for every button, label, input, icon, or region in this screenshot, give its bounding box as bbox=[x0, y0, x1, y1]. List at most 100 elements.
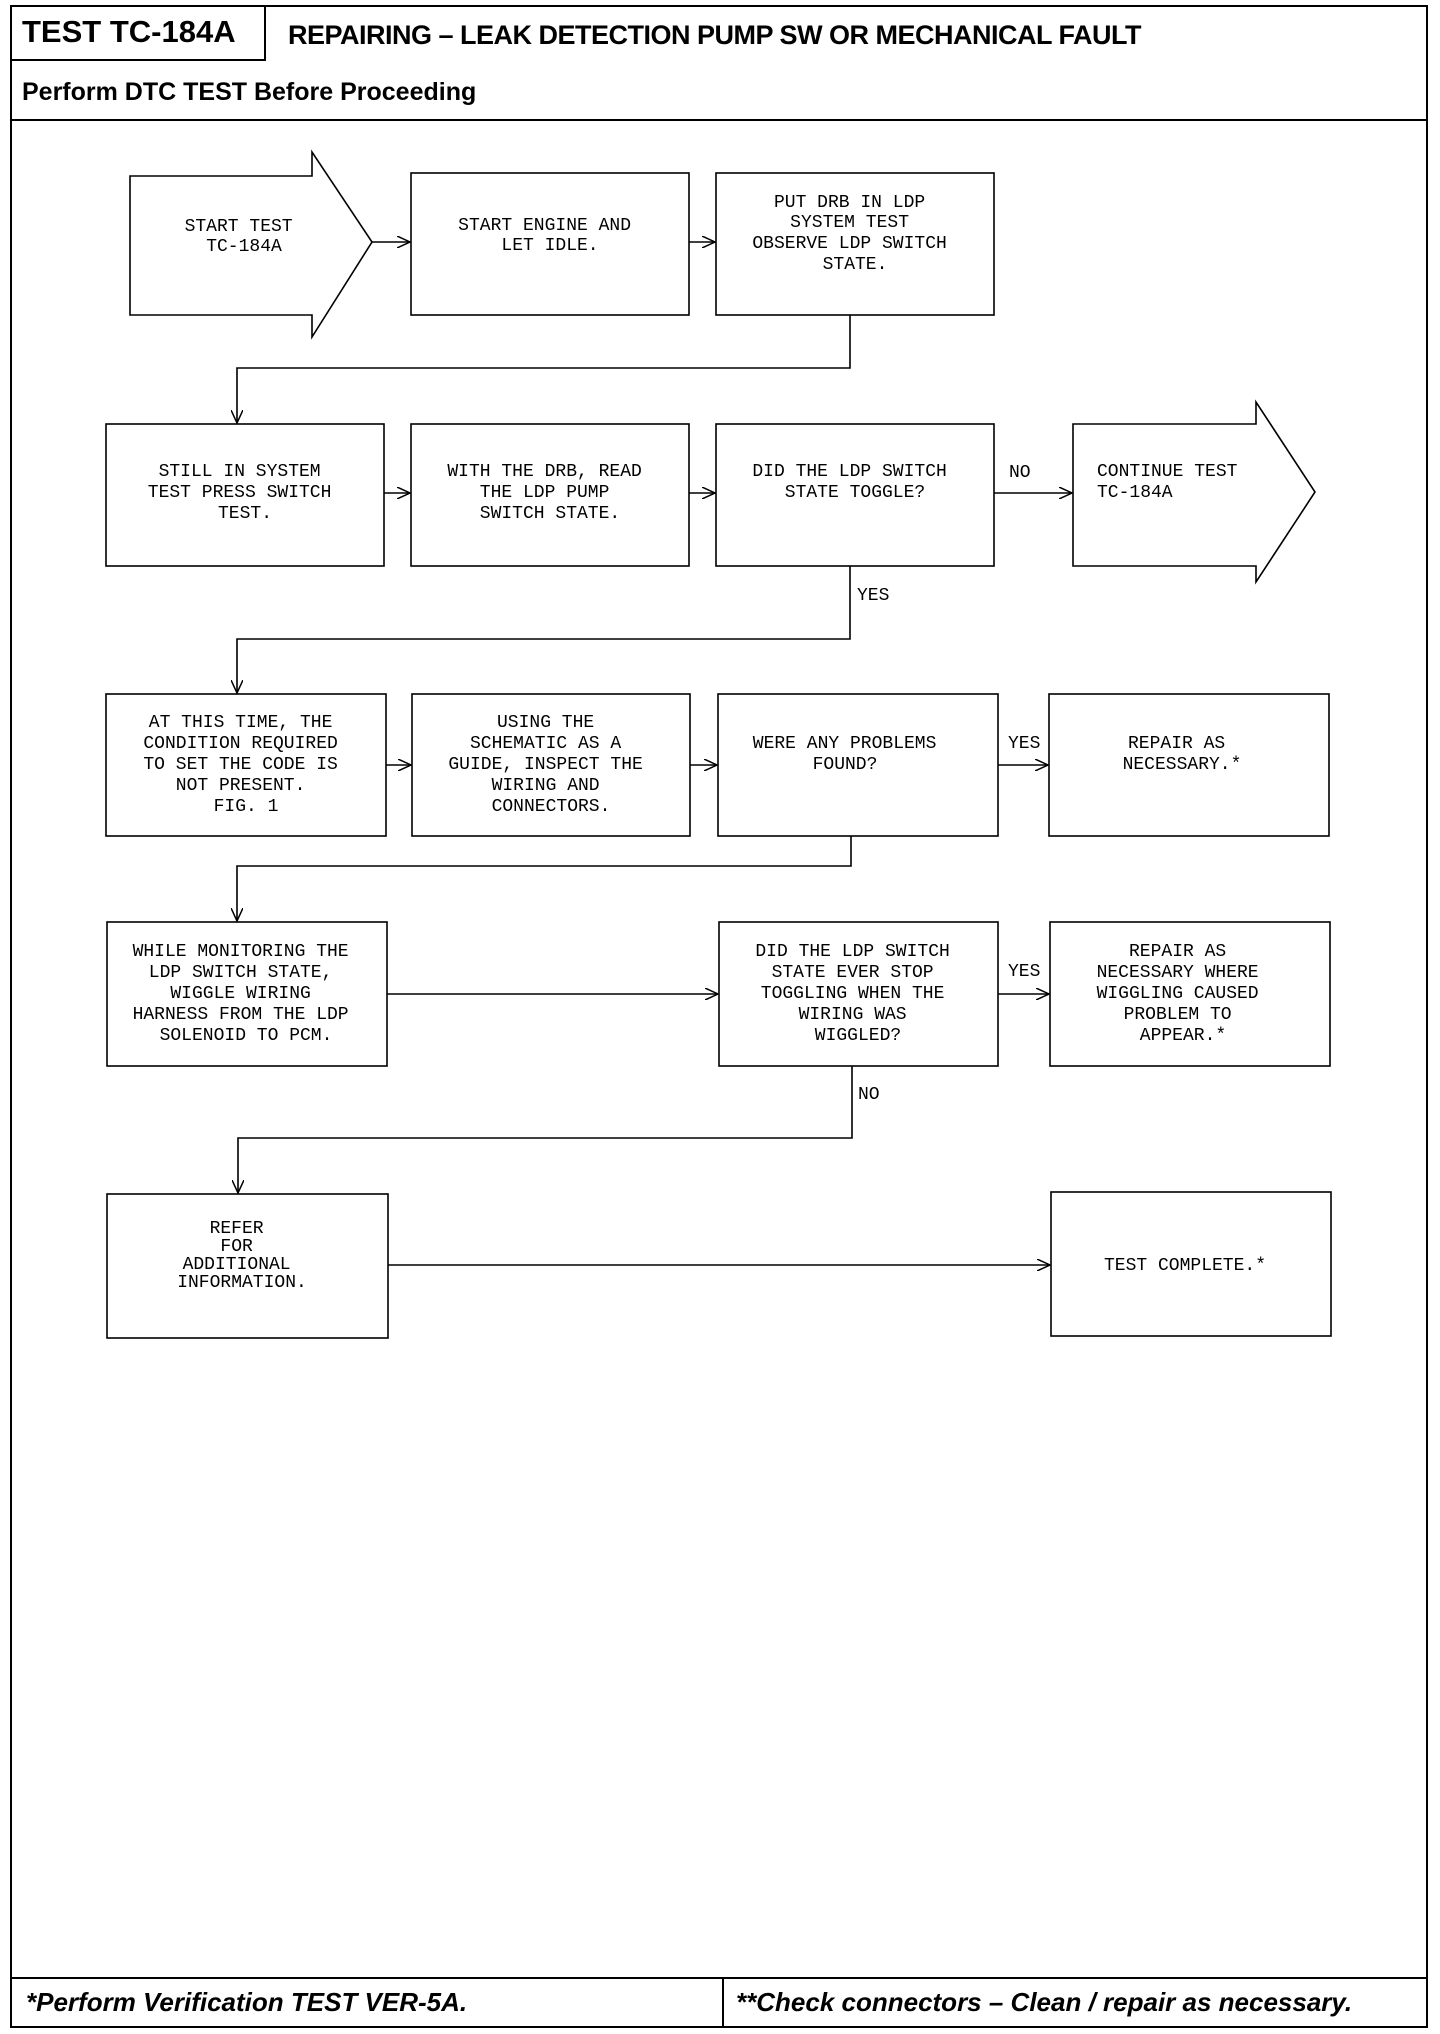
did-stop-text: DID THE LDP SWITCH STATE EVER STOP TOGGL… bbox=[755, 942, 960, 1046]
no-label: NO bbox=[858, 1085, 880, 1105]
were-problems-text: WERE ANY PROBLEMS FOUND? bbox=[753, 734, 947, 775]
text-line: TEST COMPLETE.* bbox=[1104, 1256, 1266, 1276]
text-line: STATE. bbox=[823, 255, 888, 275]
continue-arrow-shape bbox=[1072, 399, 1316, 585]
start-engine-text: START ENGINE AND LET IDLE. bbox=[458, 216, 642, 256]
complete-box bbox=[1050, 1191, 1332, 1337]
text-line: WERE ANY PROBLEMS bbox=[753, 734, 937, 754]
repair2-text: REPAIR AS NECESSARY WHERE WIGGLING CAUSE… bbox=[1097, 942, 1270, 1046]
text-line: LET IDLE. bbox=[501, 236, 598, 256]
text-line: THE LDP PUMP bbox=[480, 483, 610, 503]
text-line: REPAIR AS bbox=[1128, 734, 1225, 754]
text-line: SWITCH STATE. bbox=[480, 504, 620, 524]
at-this-time-text: AT THIS TIME, THE CONDITION REQUIRED TO … bbox=[143, 713, 348, 817]
test-id: TEST TC-184A bbox=[10, 5, 266, 61]
text-line: DID THE LDP SWITCH bbox=[752, 462, 946, 482]
repair1-text: REPAIR AS NECESSARY.* bbox=[1123, 734, 1242, 775]
text-line: SOLENOID TO PCM. bbox=[160, 1026, 333, 1046]
page-frame bbox=[10, 5, 1428, 2028]
footer-note-left: *Perform Verification TEST VER-5A. bbox=[26, 1987, 468, 2017]
text-line: LDP SWITCH STATE, bbox=[149, 963, 333, 983]
page-title: REPAIRING – LEAK DETECTION PUMP SW OR ME… bbox=[288, 20, 1142, 50]
at-this-time-box bbox=[105, 693, 387, 837]
yes-label: YES bbox=[857, 586, 889, 606]
footer-note-right: **Check connectors – Clean / repair as n… bbox=[736, 1987, 1353, 2017]
text-line: WIGGLING CAUSED bbox=[1097, 984, 1259, 1004]
text-line: TEST. bbox=[218, 504, 272, 524]
did-toggle-text: DID THE LDP SWITCH STATE TOGGLE? bbox=[752, 462, 957, 503]
connector bbox=[237, 836, 852, 921]
text-line: FIG. 1 bbox=[214, 797, 279, 817]
text-line: NOT PRESENT. bbox=[176, 776, 306, 796]
text-line: TC-184A bbox=[1097, 483, 1173, 503]
text-line: APPEAR.* bbox=[1140, 1026, 1226, 1046]
with-drb-text: WITH THE DRB, READ THE LDP PUMP SWITCH S… bbox=[447, 462, 652, 524]
connector bbox=[237, 566, 851, 693]
start-arrow-shape bbox=[129, 149, 373, 340]
start-text: START TEST TC-184A bbox=[185, 217, 304, 257]
while-monitoring-box bbox=[106, 921, 388, 1067]
text-line: CONNECTORS. bbox=[492, 797, 611, 817]
text-line: FOUND? bbox=[813, 755, 878, 775]
text-line: SYSTEM TEST bbox=[790, 213, 909, 233]
text-line: REFER bbox=[210, 1219, 264, 1239]
complete-text: TEST COMPLETE.* bbox=[1104, 1256, 1266, 1276]
text-line: NECESSARY.* bbox=[1123, 755, 1242, 775]
flowchart: START TEST TC-184A START ENGINE AND LET … bbox=[105, 149, 1332, 1339]
put-drb-text: PUT DRB IN LDP SYSTEM TEST OBSERVE LDP S… bbox=[752, 193, 957, 275]
page-subtitle: Perform DTC TEST Before Proceeding bbox=[22, 78, 477, 106]
using-schematic-box bbox=[411, 693, 691, 837]
text-line: USING THE bbox=[497, 713, 594, 733]
text-line: TO SET THE CODE IS bbox=[143, 755, 337, 775]
refer-box bbox=[106, 1193, 389, 1339]
yes-label: YES bbox=[1008, 734, 1040, 754]
text-line: TC-184A bbox=[206, 237, 282, 257]
using-schematic-text: USING THE SCHEMATIC AS A GUIDE, INSPECT … bbox=[448, 713, 653, 817]
text-line: START ENGINE AND bbox=[458, 216, 631, 236]
connector bbox=[238, 1066, 853, 1193]
text-line: INFORMATION. bbox=[177, 1273, 307, 1293]
text-line: START TEST bbox=[185, 217, 293, 237]
text-line: CONDITION REQUIRED bbox=[143, 734, 337, 754]
with-drb-box bbox=[410, 423, 690, 567]
footer-divider bbox=[722, 1977, 724, 2028]
text-line: PROBLEM TO bbox=[1124, 1005, 1232, 1025]
text-line: TEST PRESS SWITCH bbox=[148, 483, 332, 503]
while-monitoring-text: WHILE MONITORING THE LDP SWITCH STATE, W… bbox=[133, 942, 360, 1046]
text-line: FOR bbox=[220, 1237, 253, 1257]
did-stop-box bbox=[718, 921, 999, 1067]
text-line: WIRING WAS bbox=[799, 1005, 907, 1025]
text-line: NECESSARY WHERE bbox=[1097, 963, 1259, 983]
text-line: REPAIR AS bbox=[1129, 942, 1226, 962]
still-in-box bbox=[105, 423, 385, 567]
did-toggle-box bbox=[715, 423, 995, 567]
text-line: STATE TOGGLE? bbox=[785, 483, 925, 503]
text-line: TOGGLING WHEN THE bbox=[761, 984, 945, 1004]
repair1-box bbox=[1048, 693, 1330, 837]
text-line: WIGGLED? bbox=[815, 1026, 901, 1046]
text-line: STATE EVER STOP bbox=[772, 963, 934, 983]
refer-text: REFER FOR ADDITIONAL INFORMATION. bbox=[177, 1219, 307, 1293]
text-line: CONTINUE TEST bbox=[1097, 462, 1238, 482]
text-line: PUT DRB IN LDP bbox=[774, 193, 925, 213]
yes-label: YES bbox=[1008, 962, 1040, 982]
repair2-box bbox=[1049, 921, 1331, 1067]
text-line: AT THIS TIME, THE bbox=[149, 713, 333, 733]
text-line: SCHEMATIC AS A bbox=[470, 734, 621, 754]
text-line: WHILE MONITORING THE bbox=[133, 942, 349, 962]
text-line: OBSERVE LDP SWITCH bbox=[752, 234, 946, 254]
header-rule bbox=[10, 119, 1428, 121]
put-drb-box bbox=[715, 172, 995, 316]
text-line: HARNESS FROM THE LDP bbox=[133, 1005, 349, 1025]
text-line: WITH THE DRB, READ bbox=[447, 462, 641, 482]
footer-rule bbox=[10, 1977, 1428, 1979]
start-engine-box bbox=[410, 172, 690, 316]
still-in-text: STILL IN SYSTEM TEST PRESS SWITCH TEST. bbox=[148, 462, 342, 524]
text-line: DID THE LDP SWITCH bbox=[755, 942, 949, 962]
no-label: NO bbox=[1009, 463, 1031, 483]
text-line: GUIDE, INSPECT THE bbox=[448, 755, 642, 775]
text-line: ADDITIONAL bbox=[183, 1255, 291, 1275]
text-line: WIGGLE WIRING bbox=[170, 984, 310, 1004]
continue-text: CONTINUE TEST TC-184A bbox=[1097, 462, 1248, 503]
connector bbox=[237, 315, 851, 423]
